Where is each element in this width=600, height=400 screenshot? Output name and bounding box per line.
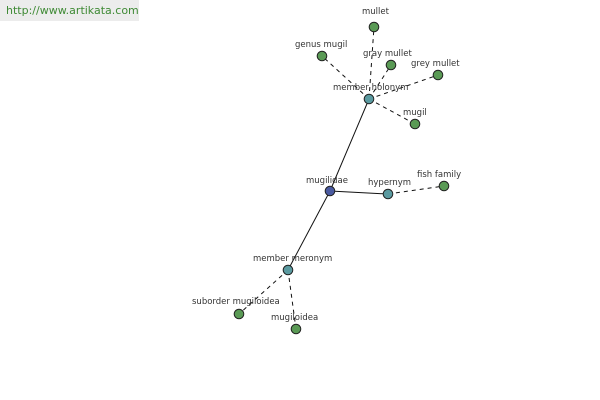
node-suborder-mugiloidea[interactable]	[233, 308, 245, 320]
node-label-fish-family[interactable]: fish family	[417, 170, 461, 180]
node-label-mugilidae[interactable]: mugilidae	[306, 176, 348, 186]
node-mugilidae[interactable]	[324, 185, 336, 197]
node-mugil[interactable]	[409, 118, 421, 130]
node-genus-mugil[interactable]	[316, 50, 328, 62]
node-member-meronym[interactable]	[282, 264, 294, 276]
node-label-gray-mullet[interactable]: gray mullet	[363, 49, 412, 59]
edges-group	[238, 26, 445, 330]
node-mugiloidea[interactable]	[290, 323, 302, 335]
edge-member-holonym-mugil	[368, 98, 416, 125]
node-label-suborder-mugiloidea[interactable]: suborder mugiloidea	[192, 297, 280, 307]
nodes-group: mugilidae member holonym hypernym member me…	[192, 7, 461, 335]
node-fish-family[interactable]	[438, 180, 450, 192]
edge-member-meronym-suborder-mugiloidea	[238, 269, 289, 315]
node-label-member-holonym[interactable]: member holonym	[333, 83, 408, 93]
edge-mugilidae-member-meronym	[287, 190, 331, 271]
node-hypernym[interactable]	[382, 188, 394, 200]
node-label-member-meronym[interactable]: member meronym	[253, 254, 332, 264]
node-gray-mullet[interactable]	[385, 59, 397, 71]
node-label-mugiloidea[interactable]: mugiloidea	[271, 313, 318, 323]
watermark-url: http://www.artikata.com	[6, 4, 139, 17]
node-label-genus-mugil[interactable]: genus mugil	[295, 40, 347, 50]
node-grey-mullet[interactable]	[432, 69, 444, 81]
watermark-banner: http://www.artikata.com	[0, 0, 139, 21]
edge-member-meronym-mugiloidea	[287, 269, 297, 330]
node-label-mugil[interactable]: mugil	[403, 108, 427, 118]
node-label-mullet[interactable]: mullet	[362, 7, 390, 17]
edge-member-holonym-genus-mugil	[321, 55, 370, 100]
node-label-grey-mullet[interactable]: grey mullet	[411, 59, 460, 69]
node-member-holonym[interactable]	[363, 93, 375, 105]
node-label-hypernym[interactable]: hypernym	[368, 178, 411, 188]
edge-mugilidae-member-holonym	[329, 98, 370, 192]
edge-member-holonym-gray-mullet	[368, 64, 392, 100]
node-mullet[interactable]	[368, 21, 380, 33]
edge-mugilidae-hypernym	[329, 190, 389, 195]
edge-hypernym-fish-family	[387, 185, 445, 195]
